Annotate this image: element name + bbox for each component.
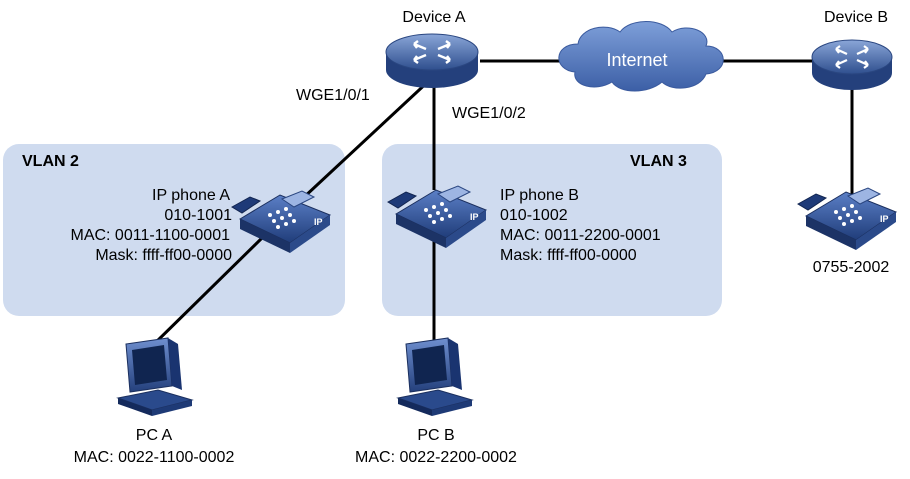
pc-a-icon — [116, 337, 194, 416]
pc-b-mac: MAC: 0022-2200-0002 — [355, 449, 517, 466]
phone-a-mask: Mask: ffff-ff00-0000 — [95, 247, 232, 264]
link-deviceA-phoneA — [286, 76, 434, 214]
vlan-2-label: VLAN 2 — [22, 153, 79, 170]
ip-phone-a-icon: IP — [231, 190, 332, 253]
phone-a-number: 010-1001 — [164, 207, 232, 224]
svg-text:IP: IP — [314, 217, 323, 227]
port-wge1-0-1-label: WGE1/0/1 — [296, 87, 370, 104]
internet-cloud-icon — [558, 21, 724, 92]
vlan-2-area — [3, 144, 345, 316]
port-wge1-0-2-label: WGE1/0/2 — [452, 105, 526, 122]
pc-b-name: PC B — [417, 427, 455, 444]
pc-a-mac: MAC: 0022-1100-0002 — [73, 449, 235, 466]
internet-label: Internet — [606, 50, 668, 70]
pc-b-icon — [396, 337, 474, 416]
ip-phone-remote-icon: IP — [797, 187, 898, 250]
link-phoneA-pcA — [148, 236, 264, 350]
phone-a-mac: MAC: 0011-1100-0001 — [70, 227, 230, 244]
phone-b-number: 010-1002 — [500, 207, 568, 224]
remote-phone-number: 0755-2002 — [812, 259, 890, 276]
vlan-3-label: VLAN 3 — [630, 153, 687, 170]
svg-text:IP: IP — [470, 212, 479, 222]
phone-a-info: IP phone A 010-1001 MAC: 0011-1100-0001 … — [0, 186, 244, 266]
phone-b-info: IP phone B 010-1002 MAC: 0011-2200-0001 … — [500, 186, 661, 266]
pc-a-name: PC A — [135, 427, 173, 444]
phone-b-mac: MAC: 0011-2200-0001 — [500, 227, 661, 244]
phone-a-name: IP phone A — [152, 187, 230, 204]
vlan-3-area — [382, 144, 722, 316]
phone-b-mask: Mask: ffff-ff00-0000 — [500, 247, 637, 264]
device-a-switch-icon — [385, 33, 479, 88]
device-b-switch-icon — [811, 39, 893, 90]
phone-b-name: IP phone B — [500, 187, 579, 204]
device-b-label: Device B — [823, 9, 889, 26]
links — [148, 59, 854, 350]
ip-phone-b-icon: IP — [387, 185, 488, 248]
svg-text:IP: IP — [880, 214, 889, 224]
device-a-label: Device A — [402, 9, 466, 26]
